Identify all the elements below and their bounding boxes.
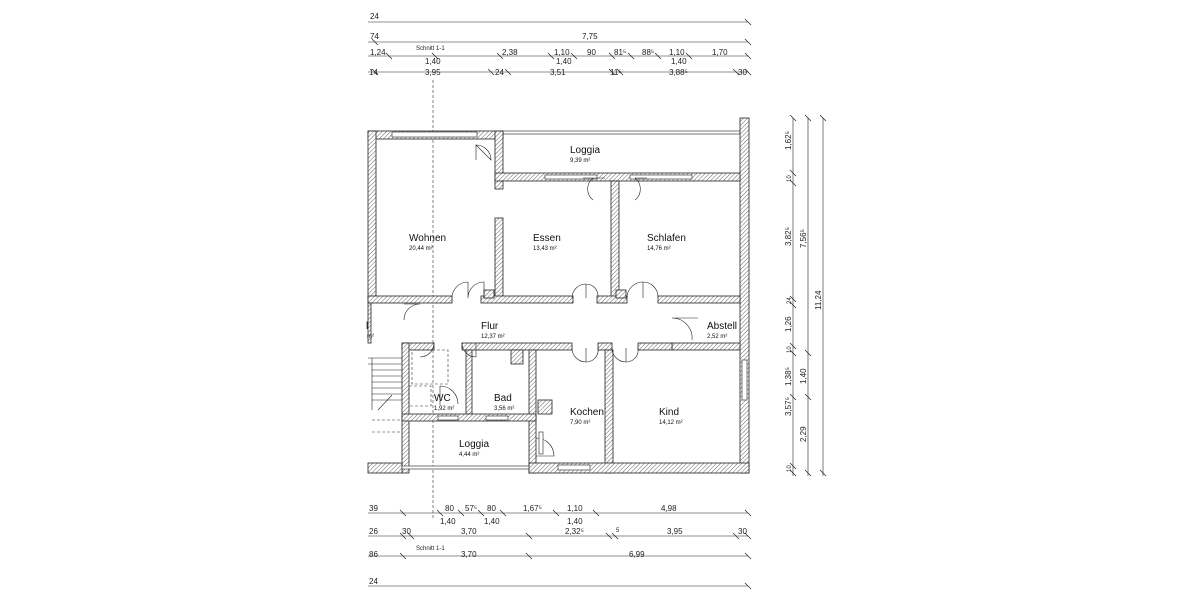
dim-bot2-6: 30 (738, 527, 747, 536)
dim-top3-7: 1,70 (712, 48, 728, 57)
dim-right1-small-2: 10 (787, 346, 793, 353)
dim-right1-2: 1,26 (784, 316, 793, 332)
dim-bot3-2: 6,99 (629, 550, 645, 559)
dim-top1: 24 (370, 12, 379, 21)
dim-top3-sub-1: 1,40 (556, 57, 572, 66)
dim-bot1-sub-2: 1,40 (567, 517, 583, 526)
room-bad-area: 3,56 m² (494, 406, 514, 412)
room-loggia-bottom-name: Loggia (459, 439, 489, 450)
room-schlafen-area: 14,76 m² (647, 246, 671, 252)
dim-bot3-1: 3,70 (461, 550, 477, 559)
dim-right2-1: 1,40 (799, 368, 808, 384)
dim-bot1-5: 1,10 (567, 504, 583, 513)
dim-right2-2: 2,29 (799, 426, 808, 442)
room-schlafen-name: Schlafen (647, 233, 686, 244)
dim-top4-6: 30 (738, 68, 747, 77)
dim-top4-0: 14 (369, 68, 378, 77)
windows (391, 131, 748, 471)
walls (367, 117, 750, 474)
room-wc-area: 1,92 m² (434, 406, 454, 412)
dim-top3-6: 1,10 (669, 48, 685, 57)
room-loggia-top-area: 9,39 m² (570, 158, 590, 164)
dim-bot2-3: 2,32⁵ (565, 527, 584, 536)
room-kind-area: 14,12 m² (659, 420, 683, 426)
dim-top4-2: 24 (495, 68, 504, 77)
dim-right1-small-3: 10 (787, 465, 793, 472)
dim-bot1-3: 80 (487, 504, 496, 513)
room-flur-area: 12,37 m² (481, 334, 505, 340)
room-wohnen-name: Wohnen (409, 233, 446, 244)
dim-top3-1: 2,38 (502, 48, 518, 57)
dim-right1-1: 3,82⁵ (784, 227, 793, 246)
dim-bot1-6: 4,98 (661, 504, 677, 513)
room-abstell-name: Abstell (707, 321, 737, 332)
section-label-top: Schnitt 1-1 (416, 46, 445, 52)
dim-top3-2: 1,10 (554, 48, 570, 57)
room-loggia-bottom-area: 4,44 m² (459, 452, 479, 458)
room-wohnen-area: 20,44 m² (409, 246, 433, 252)
wc-dash (411, 349, 449, 385)
dim-right1-3: 1,38⁵ (784, 367, 793, 386)
dim-bot1-0: 39 (369, 504, 378, 513)
dim-top4-1: 3,95 (425, 68, 441, 77)
dim-top3-4: 81⁵ (614, 48, 626, 57)
room-essen-name: Essen (533, 233, 561, 244)
dim-top3-sub-2: 1,40 (671, 57, 687, 66)
dim-right1-0: 1,62⁵ (784, 131, 793, 150)
dim-bot2-4: 5 (616, 528, 620, 534)
room-kind-name: Kind (659, 407, 679, 418)
dim-bot1-4: 1,67⁵ (523, 504, 542, 513)
room-stair-fragment-area: m² (367, 334, 374, 340)
wc-outline (408, 385, 432, 407)
dim-bot2-0: 26 (369, 527, 378, 536)
dim-top4-4: 11⁵ (610, 68, 622, 77)
right-dimension-lines: 1,62⁵ 10 3,82⁵ 24 1,26 10 1,38⁵ 3,57⁵ 10… (784, 114, 827, 477)
dim-bot1-2: 57⁵ (465, 504, 477, 513)
dim-right3: 11,24 (814, 290, 823, 310)
section-label-bottom: Schnitt 1-1 (416, 546, 445, 552)
dim-bot3-0: 86 (369, 550, 378, 559)
room-flur-name: Flur (481, 321, 499, 332)
dim-right1-small-1: 24 (787, 297, 793, 304)
dim-right2-0: 7,56⁵ (799, 229, 808, 248)
room-loggia-top-name: Loggia (570, 145, 600, 156)
room-abstell-area: 2,52 m² (707, 334, 727, 340)
room-essen-area: 13,43 m² (533, 246, 557, 252)
dim-right1-4: 3,57⁵ (784, 397, 793, 416)
dim-bot1-1: 80 (445, 504, 454, 513)
stair (368, 357, 402, 433)
dim-top4-5: 3,88⁵ (669, 68, 688, 77)
dim-bot2-5: 3,95 (667, 527, 683, 536)
dim-bot2-2: 3,70 (461, 527, 477, 536)
dim-top3-sub-0: 1,40 (425, 57, 441, 66)
room-stair-fragment-name: l (366, 321, 368, 332)
doors (403, 144, 698, 457)
room-bad-name: Bad (494, 393, 512, 404)
room-kochen-name: Kochen (570, 407, 604, 418)
dim-top4-3: 3,51 (550, 68, 566, 77)
top-dimension-lines: 24 74 7,75 Schnitt 1-1 1,24 2,38 1,10 90… (368, 12, 752, 77)
dim-top2-1: 7,75 (582, 32, 598, 41)
dim-top3-0: 1,24 (370, 48, 386, 57)
dim-top3-5: 88⁵ (642, 48, 654, 57)
dim-bot4: 24 (369, 577, 378, 586)
dim-bot2-1: 30 (402, 527, 411, 536)
room-wc-name: WC (434, 393, 451, 404)
dim-right1-small-0: 10 (787, 175, 793, 182)
dim-bot1-sub-0: 1,40 (440, 517, 456, 526)
dim-top3-3: 90 (587, 48, 596, 57)
room-labels: Loggia 9,39 m² Wohnen 20,44 m² Essen 13,… (366, 145, 737, 458)
dim-bot1-sub-1: 1,40 (484, 517, 500, 526)
room-kochen-area: 7,90 m² (570, 420, 590, 426)
dim-top2-0: 74 (370, 32, 379, 41)
bottom-dimension-lines: 39 80 57⁵ 80 1,67⁵ 1,10 4,98 1,40 1,40 1… (368, 504, 752, 590)
